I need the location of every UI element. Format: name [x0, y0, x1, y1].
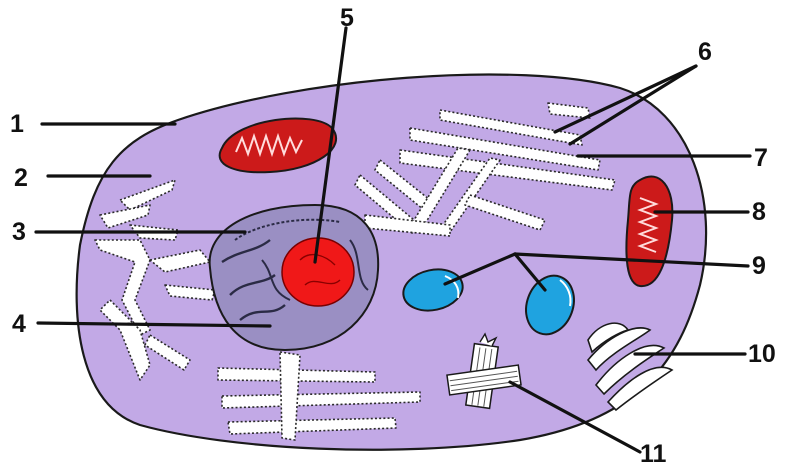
label-7: 7	[754, 144, 768, 172]
label-6: 6	[698, 38, 712, 66]
label-3: 3	[12, 218, 26, 246]
label-2: 2	[14, 164, 28, 192]
label-4: 4	[12, 310, 26, 338]
label-8: 8	[752, 198, 766, 226]
label-9: 9	[752, 252, 766, 280]
label-11: 11	[640, 440, 667, 468]
label-10: 10	[748, 340, 776, 368]
label-5: 5	[340, 4, 354, 32]
label-1: 1	[10, 110, 24, 138]
